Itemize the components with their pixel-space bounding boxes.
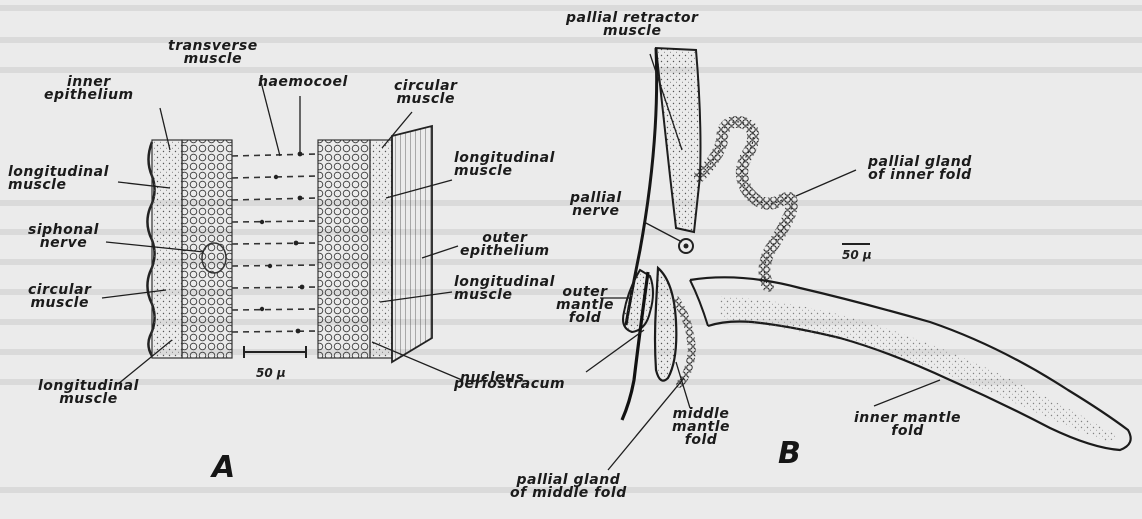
label-longitudinal-muscle-left: longitudinal muscle [8,166,109,192]
label-longitudinal-muscle-bottom: longitudinal muscle [38,380,139,406]
label-pallial-gland-middle-fold: pallial gland of middle fold [510,474,627,500]
middle-mantle-fold-shape [655,268,676,381]
label-inner-mantle-fold: inner mantle fold [854,412,961,438]
label-pallial-gland-inner-fold: pallial gland of inner fold [868,156,972,182]
label-transverse-muscle: transverse muscle [168,40,258,66]
label-siphonal-nerve: siphonal nerve [28,224,99,250]
left-cell-layer [182,140,232,358]
transverse-muscle-dots [260,152,305,334]
outer-epithelium-shape [392,126,432,362]
transverse-muscle-strands [232,154,318,332]
label-circular-muscle-left: circular muscle [28,284,91,310]
panel-label-a: A [212,450,235,485]
label-circular-muscle-top: circular muscle [394,80,457,106]
label-pallial-nerve: pallial nerve [570,192,622,218]
label-haemocoel: haemocoel [258,76,348,89]
label-outer-epithelium: outer epithelium [460,232,550,258]
label-longitudinal-muscle-right: longitudinal muscle [454,152,555,178]
right-cell-layer [318,140,370,358]
label-middle-mantle-fold: middle mantle fold [672,408,730,447]
label-inner-epithelium: inner epithelium [44,76,134,102]
label-longitudinal-muscle-right2: longitudinal muscle [454,276,555,302]
panel-label-b: B [778,436,801,471]
label-outer-mantle-fold: outer mantle fold [556,286,614,325]
label-pallial-retractor-muscle: pallial retractor muscle [566,12,698,38]
label-periostracum: periostracum [454,378,565,391]
scale-label-a: 50 μ [256,366,286,380]
scale-label-b: 50 μ [842,248,872,262]
scale-bar-a [244,346,306,358]
right-muscle-layer [370,140,392,358]
